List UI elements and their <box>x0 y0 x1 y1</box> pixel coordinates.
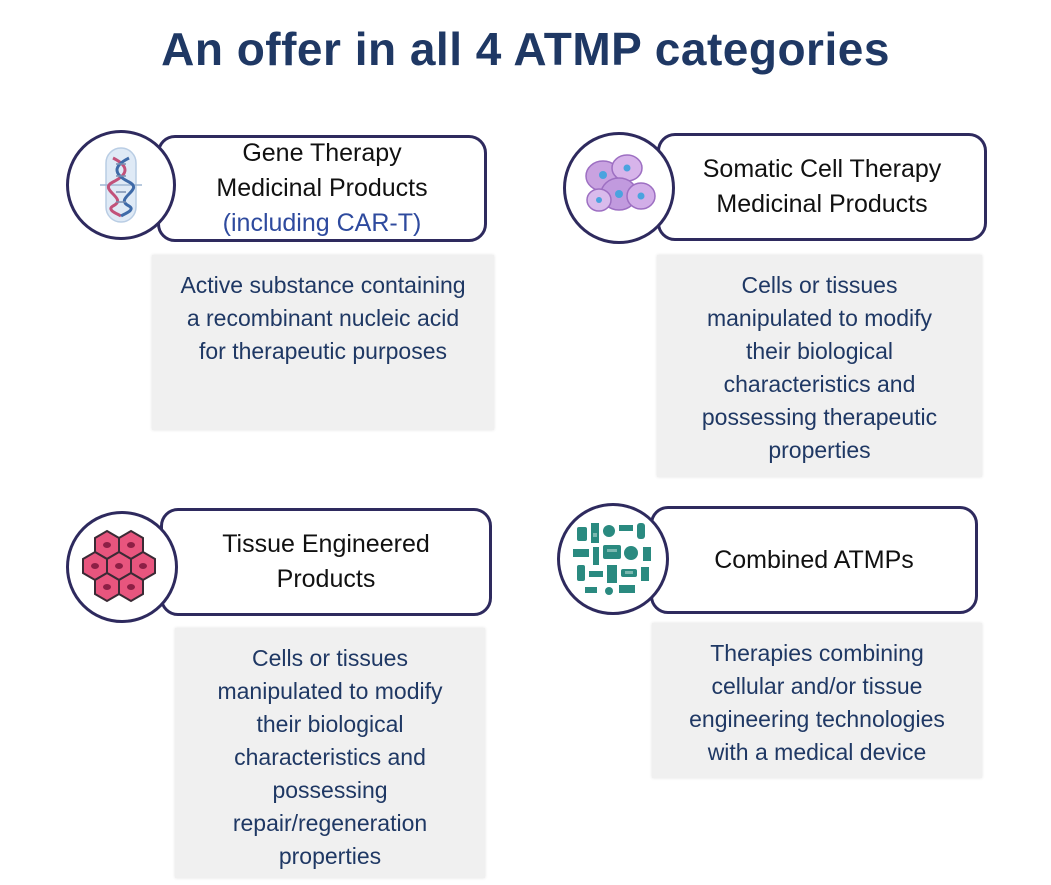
cells-icon <box>563 132 675 244</box>
desc-line: characteristics and <box>723 371 916 397</box>
category-combined-atmps-description: Therapies combining cellular and/or tiss… <box>652 623 982 778</box>
desc-line: their biological <box>256 711 404 737</box>
desc-line: Cells or tissues <box>741 272 898 298</box>
title-line: Combined ATMPs <box>714 545 914 574</box>
category-gene-therapy-description: Active substance containing a recombinan… <box>152 255 494 430</box>
page-title: An offer in all 4 ATMP categories <box>161 23 890 75</box>
desc-line: Cells or tissues <box>252 645 408 671</box>
desc-line: properties <box>278 843 382 869</box>
category-somatic-cell-title: Somatic Cell Therapy Medicinal Products <box>657 133 987 241</box>
tissue-icon <box>66 511 178 623</box>
title-line: (including CAR-T) <box>222 209 422 237</box>
dna-icon <box>66 130 176 240</box>
desc-line: characteristics and <box>234 744 426 770</box>
category-somatic-cell-description: Cells or tissues manipulated to modify t… <box>657 255 982 477</box>
desc-line: repair/regeneration <box>232 810 428 836</box>
title-line: Medicinal Products <box>716 190 928 218</box>
title-line: Tissue Engineered <box>222 530 430 558</box>
category-gene-therapy-title: Gene Therapy Medicinal Products (includi… <box>157 135 487 242</box>
title-line: Medicinal Products <box>216 174 428 202</box>
desc-line: manipulated to modify <box>217 678 443 704</box>
desc-line: Active substance containing <box>180 272 466 298</box>
desc-line: with a medical device <box>707 739 927 765</box>
category-combined-atmps-title: Combined ATMPs <box>650 506 978 614</box>
medical-collage-icon <box>557 503 669 615</box>
desc-line: their biological <box>745 338 894 364</box>
desc-line: for therapeutic purposes <box>198 338 448 364</box>
desc-line: cellular and/or tissue <box>711 673 923 699</box>
desc-line: Therapies combining <box>710 640 924 666</box>
category-tissue-engineered-description: Cells or tissues manipulated to modify t… <box>175 628 485 878</box>
title-line: Products <box>276 565 376 593</box>
desc-line: a recombinant nucleic acid <box>186 305 460 331</box>
desc-line: engineering technologies <box>689 706 945 732</box>
title-line: Gene Therapy <box>242 139 402 167</box>
desc-line: manipulated to modify <box>706 305 932 331</box>
title-line: Somatic Cell Therapy <box>702 155 942 183</box>
desc-line: possessing therapeutic <box>701 404 938 430</box>
desc-line: possessing <box>272 777 388 803</box>
category-tissue-engineered-title: Tissue Engineered Products <box>160 508 492 616</box>
desc-line: properties <box>768 437 871 463</box>
